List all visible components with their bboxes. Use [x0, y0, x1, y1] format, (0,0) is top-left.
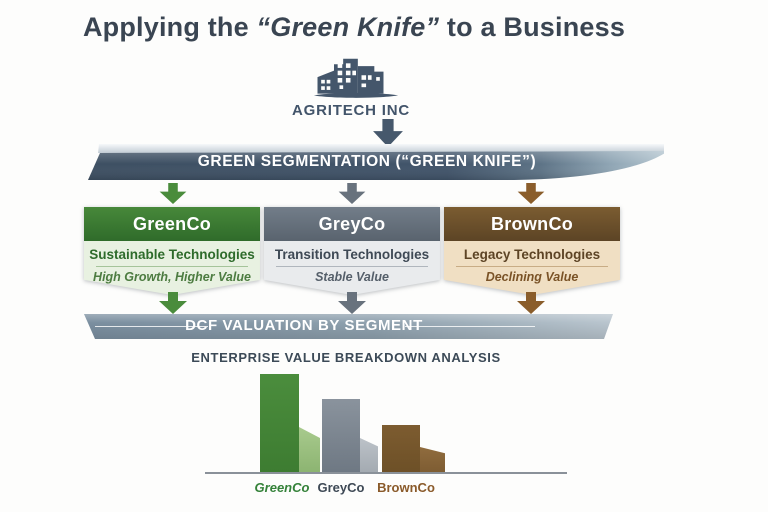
segment-category: Transition Technologies — [274, 247, 430, 262]
decorative-line — [95, 326, 208, 327]
enterprise-value-bar-chart: GreenCo GreyCo BrownCo — [205, 368, 567, 496]
segment-boxes: GreenCo Sustainable Technologies High Gr… — [84, 207, 620, 295]
title-prefix: Applying the — [82, 12, 257, 42]
down-arrow-green-icon — [158, 183, 188, 204]
bar-greenco — [260, 374, 299, 473]
segment-outlook: Stable Value — [315, 270, 389, 284]
decorative-line — [405, 326, 535, 327]
bar-brownco-trail — [420, 447, 445, 473]
divider — [456, 266, 608, 267]
segment-title: GreyCo — [264, 207, 440, 241]
building-icon — [313, 58, 399, 98]
segment-title: GreenCo — [84, 207, 260, 241]
down-arrow-icon — [371, 119, 405, 147]
segmentation-banner-label: GREEN SEGMENTATION (“GREEN KNIFE”) — [197, 153, 537, 170]
x-axis-line — [205, 472, 567, 474]
down-arrow-green-icon — [158, 292, 188, 314]
segment-category: Sustainable Technologies — [89, 247, 255, 262]
bar-label-greenco: GreenCo — [254, 480, 310, 495]
knife-blade-banner — [88, 144, 664, 180]
title-emphasis: “Green Knife” — [256, 12, 440, 42]
company-name: AGRITECH INC — [292, 102, 410, 119]
chart-heading-text: ENTERPRISE VALUE BREAKDOWN ANALYSIS — [191, 350, 501, 365]
bar-brownco — [382, 425, 420, 473]
down-arrow-brown-icon — [516, 183, 546, 204]
segment-category: Legacy Technologies — [463, 247, 601, 262]
segment-box-greyco: GreyCo Transition Technologies Stable Va… — [264, 207, 440, 295]
chart-section-heading: ENTERPRISE VALUE BREAKDOWN ANALYSIS — [190, 350, 502, 365]
bar-label-brownco: BrownCo — [377, 480, 435, 495]
divider — [276, 266, 428, 267]
segment-box-greenco: GreenCo Sustainable Technologies High Gr… — [84, 207, 260, 295]
down-arrow-brown-icon — [516, 292, 546, 314]
divider — [96, 266, 248, 267]
segment-box-brownco: BrownCo Legacy Technologies Declining Va… — [444, 207, 620, 295]
dcf-banner-label: DCF VALUATION BY SEGMENT — [185, 317, 423, 334]
segment-title: BrownCo — [444, 207, 620, 241]
segment-outlook: High Growth, Higher Value — [93, 270, 251, 284]
segment-outlook: Declining Value — [485, 270, 579, 284]
title-suffix: to a Business — [439, 12, 626, 42]
dcf-valuation-banner: DCF VALUATION BY SEGMENT — [84, 314, 613, 339]
bar-greyco — [322, 399, 360, 473]
down-arrow-grey-icon — [337, 292, 367, 314]
page-title: Applying the “Green Knife” to a Business — [0, 12, 708, 43]
down-arrow-grey-icon — [337, 183, 367, 204]
bar-greyco-trail — [360, 438, 378, 473]
bar-greenco-trail — [299, 427, 320, 473]
bar-label-greyco: GreyCo — [317, 480, 365, 495]
